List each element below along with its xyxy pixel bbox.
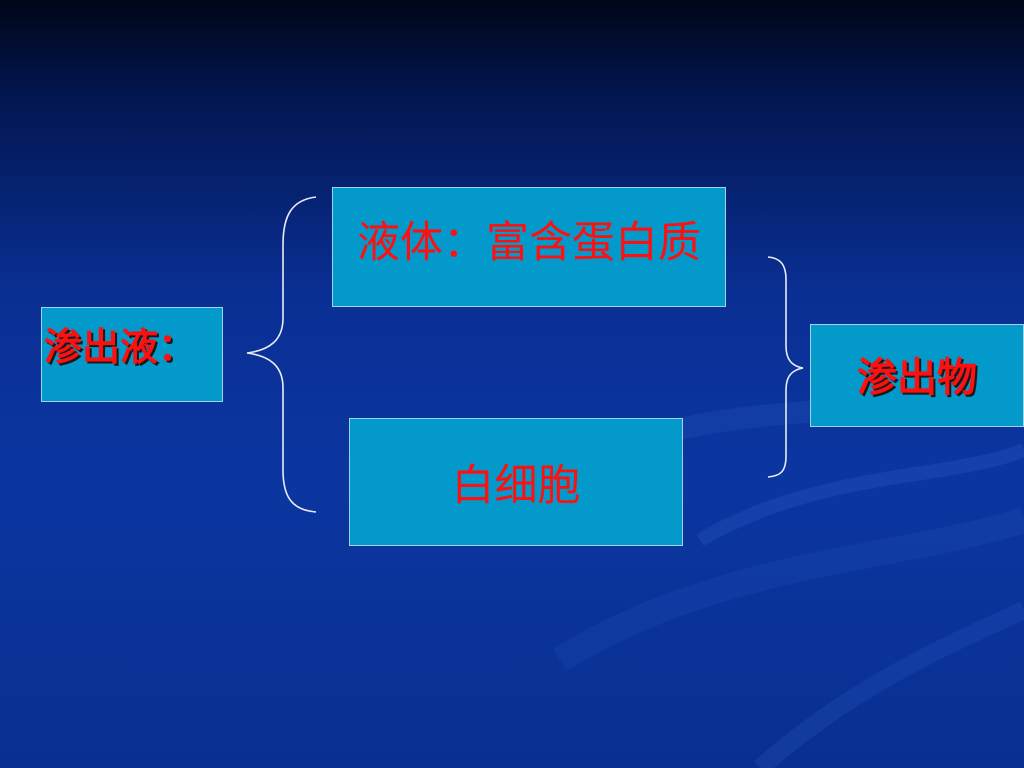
fluid-box: 液体：富含蛋白质	[332, 187, 726, 307]
exudate-label: 渗出液：	[44, 324, 197, 369]
white-blood-cell-label: 白细胞	[451, 460, 581, 511]
exudate-box: 渗出液：	[41, 307, 223, 402]
exudates-box: 渗出物	[810, 324, 1024, 427]
fluid-label: 液体：富含蛋白质	[357, 217, 701, 268]
exudates-label: 渗出物	[857, 353, 977, 401]
white-blood-cell-box: 白细胞	[349, 418, 683, 546]
